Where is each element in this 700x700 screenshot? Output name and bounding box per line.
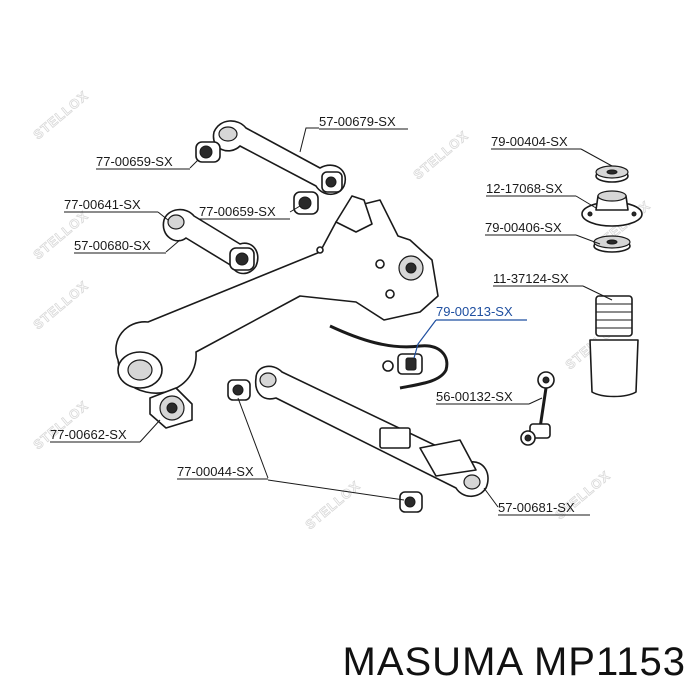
label-77-00641: 77-00641-SX xyxy=(64,197,141,212)
watermark-text: STELLOX xyxy=(30,88,91,143)
bushing-77-00659-a xyxy=(195,141,221,163)
bushing-top-right xyxy=(321,171,343,193)
bushing-77-00641 xyxy=(229,247,255,271)
label-77-00662: 77-00662-SX xyxy=(50,427,127,442)
bushing-77-00659-b xyxy=(293,191,319,215)
watermark-text: STELLOX xyxy=(30,208,91,263)
label-79-00406: 79-00406-SX xyxy=(485,220,562,235)
bushing-77-00044-a xyxy=(227,379,251,401)
watermark-text: STELLOX xyxy=(30,398,91,453)
label-77-00044: 77-00044-SX xyxy=(177,464,254,479)
top-mount-12-17068 xyxy=(581,190,643,227)
control-arm-57-00681 xyxy=(254,365,489,498)
bushing-77-00044-b xyxy=(399,491,423,513)
leader-lines xyxy=(139,127,613,508)
label-77-00659-b: 77-00659-SX xyxy=(199,204,276,219)
label-57-00680: 57-00680-SX xyxy=(74,238,151,253)
trailing-arm xyxy=(115,195,439,394)
boot-11-37124 xyxy=(589,295,639,398)
bushing-77-00662 xyxy=(149,387,193,429)
label-11-37124: 11-37124-SX xyxy=(493,271,569,286)
top-mount-79-00404 xyxy=(595,165,629,183)
part-labels: 57-00679-SX 77-00659-SX 77-00641-SX 77-0… xyxy=(50,114,590,516)
watermark-text: STELLOX xyxy=(30,278,91,333)
brand-part-number: MASUMA MP1153 xyxy=(342,640,686,684)
label-57-00679: 57-00679-SX xyxy=(319,114,396,129)
label-56-00132: 56-00132-SX xyxy=(436,389,513,404)
top-mount-79-00406 xyxy=(593,235,631,253)
stabilizer-79-00213 xyxy=(329,324,449,390)
watermark-text: STELLOX xyxy=(410,128,471,183)
label-79-00213: 79-00213-SX xyxy=(436,304,513,319)
link-56-00132 xyxy=(520,371,555,446)
label-77-00659-a: 77-00659-SX xyxy=(96,154,173,169)
label-79-00404: 79-00404-SX xyxy=(491,134,568,149)
label-12-17068: 12-17068-SX xyxy=(486,181,563,196)
label-57-00681: 57-00681-SX xyxy=(498,500,575,515)
